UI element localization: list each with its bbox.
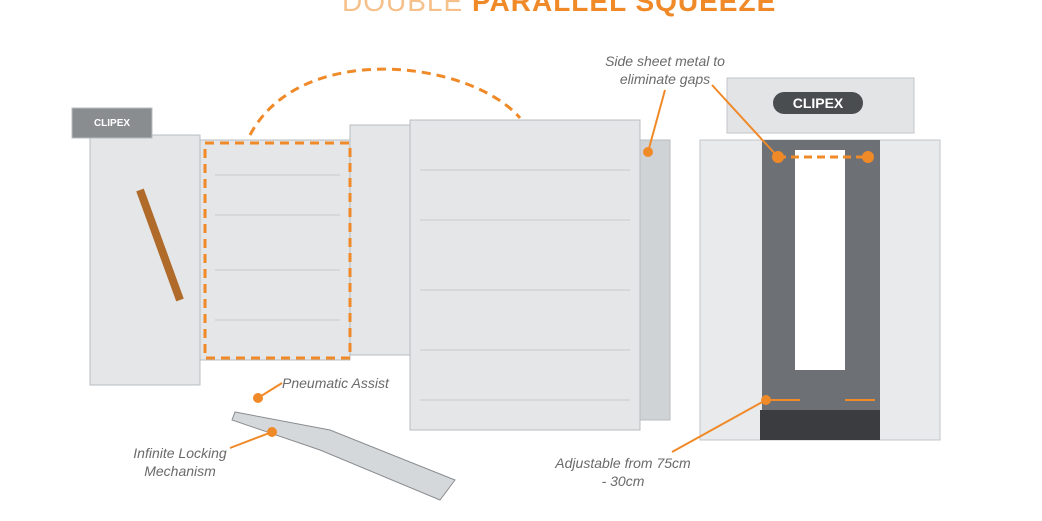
callout-side-sheet: Side sheet metal to eliminate gaps [605, 53, 725, 87]
callout-locking: Infinite Locking Mechanism [133, 445, 227, 479]
brand-logo-small: CLIPEX [94, 118, 130, 129]
crush-front-view [671, 77, 941, 453]
brand-logo: CLIPEX [793, 95, 844, 111]
callout-adjustable: Adjustable from 75cm - 30cm [555, 455, 691, 489]
callout-pneumatic: Pneumatic Assist [282, 375, 389, 391]
crush-left [71, 107, 671, 431]
page-title: DOUBLE PARALLEL SQUEEZE [342, 0, 777, 17]
